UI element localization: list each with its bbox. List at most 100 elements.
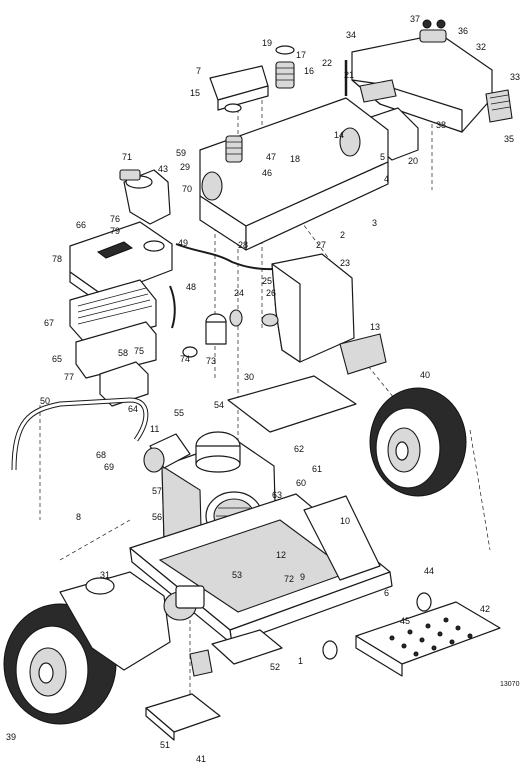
pivot-bracket-7 <box>209 65 269 111</box>
connector-71 <box>119 169 141 181</box>
callout-6: 6 <box>384 588 389 598</box>
callout-79: 79 <box>110 226 120 236</box>
callout-69: 69 <box>104 462 114 472</box>
decal-plate-33 <box>485 89 513 123</box>
callout-15: 15 <box>190 88 200 98</box>
callout-50: 50 <box>40 396 50 406</box>
callout-60: 60 <box>296 478 306 488</box>
footplate-42 <box>355 601 501 677</box>
callout-39: 39 <box>6 732 16 742</box>
callout-54: 54 <box>214 400 224 410</box>
side-panel-13 <box>339 333 387 375</box>
bushing-44-right <box>416 592 432 612</box>
callout-3: 3 <box>372 218 377 228</box>
callout-68: 68 <box>96 450 106 460</box>
callout-73: 73 <box>206 356 216 366</box>
callout-30: 30 <box>244 372 254 382</box>
plate-51 <box>145 693 221 741</box>
rear-wheel-right <box>369 387 467 497</box>
handle-bar-50 <box>11 397 149 471</box>
callout-1: 1 <box>298 656 303 666</box>
rail-10 <box>303 495 381 581</box>
callout-16: 16 <box>304 66 314 76</box>
callout-12: 12 <box>276 550 286 560</box>
exhaust-elbow-43 <box>123 169 171 225</box>
callout-58: 58 <box>118 348 128 358</box>
callout-67: 67 <box>44 318 54 328</box>
callout-66: 66 <box>76 220 86 230</box>
callout-29: 29 <box>180 162 190 172</box>
callout-45: 45 <box>400 616 410 626</box>
callout-26: 26 <box>266 288 276 298</box>
callout-52: 52 <box>270 662 280 672</box>
decal-33-lower <box>189 649 213 677</box>
callout-61: 61 <box>312 464 322 474</box>
callout-31: 31 <box>100 570 110 580</box>
callout-75: 75 <box>134 346 144 356</box>
callout-48: 48 <box>186 282 196 292</box>
callout-47: 47 <box>266 152 276 162</box>
callout-71: 71 <box>122 152 132 162</box>
reference-code: 13070 <box>500 681 520 688</box>
callout-23: 23 <box>340 258 350 268</box>
callout-59: 59 <box>176 148 186 158</box>
callout-62: 62 <box>294 444 304 454</box>
plate-52 <box>211 629 283 665</box>
callout-40: 40 <box>420 370 430 380</box>
bushing-44-left <box>322 640 338 660</box>
callout-14: 14 <box>334 130 344 140</box>
callout-57: 57 <box>152 486 162 496</box>
spring-11 <box>224 103 243 163</box>
callout-55: 55 <box>174 408 184 418</box>
callout-labels: 1234567891011121314151617181920212223242… <box>6 14 520 764</box>
callout-46: 46 <box>262 168 272 178</box>
fuel-tank-23 <box>261 253 355 363</box>
callout-56: 56 <box>152 512 162 522</box>
callout-13: 13 <box>370 322 380 332</box>
callout-19: 19 <box>262 38 272 48</box>
callout-17: 17 <box>296 50 306 60</box>
callout-21: 21 <box>344 70 354 80</box>
cover-plate-21 <box>359 79 397 103</box>
callout-8: 8 <box>76 512 81 522</box>
callout-77: 77 <box>64 372 74 382</box>
callout-27: 27 <box>316 240 326 250</box>
rear-cover-pan <box>351 19 493 133</box>
callout-4: 4 <box>384 174 389 184</box>
muffler-55 <box>143 433 191 473</box>
fender-31 <box>59 571 171 671</box>
callout-53: 53 <box>232 570 242 580</box>
callout-18: 18 <box>290 154 300 164</box>
callout-38: 38 <box>436 120 446 130</box>
callout-10: 10 <box>340 516 350 526</box>
air-cleaner-54 <box>195 431 241 473</box>
callout-43: 43 <box>158 164 168 174</box>
callout-37: 37 <box>410 14 420 24</box>
callout-72: 72 <box>284 574 294 584</box>
callout-33: 33 <box>510 72 520 82</box>
callout-51: 51 <box>160 740 170 750</box>
callout-64: 64 <box>128 404 138 414</box>
callout-49: 49 <box>178 238 188 248</box>
rear-frame-crossmember <box>199 97 389 251</box>
fuel-filter-24 <box>205 309 243 345</box>
callout-32: 32 <box>476 42 486 52</box>
callout-42: 42 <box>480 604 490 614</box>
callout-22: 22 <box>322 58 332 68</box>
callout-74: 74 <box>180 354 190 364</box>
callout-5: 5 <box>380 152 385 162</box>
callout-36: 36 <box>458 26 468 36</box>
bracket-64 <box>99 361 149 407</box>
callout-34: 34 <box>346 30 356 40</box>
callout-9: 9 <box>300 572 305 582</box>
callout-24: 24 <box>234 288 244 298</box>
callout-65: 65 <box>52 354 62 364</box>
drive-motor <box>163 585 205 621</box>
callout-70: 70 <box>182 184 192 194</box>
clamp-74 <box>182 346 198 358</box>
callout-20: 20 <box>408 156 418 166</box>
callout-78: 78 <box>52 254 62 264</box>
callout-44: 44 <box>424 566 434 576</box>
callout-28: 28 <box>238 240 248 250</box>
